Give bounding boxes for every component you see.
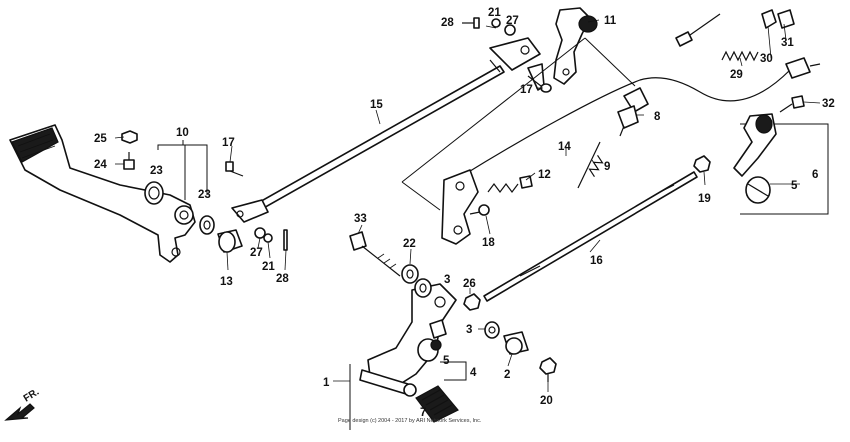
bracket-10 [157,144,208,195]
callout-29: 29 [730,69,743,81]
callout-5-upper: 5 [791,180,798,192]
callout-22: 22 [403,238,416,250]
callout-5-lower: 5 [443,355,450,367]
ball-joint-5-lower [417,338,442,362]
callout-3-upper: 3 [444,274,450,286]
callout-4: 4 [470,367,477,379]
callout-18: 18 [482,237,495,249]
callout-33: 33 [354,213,367,225]
callout-8: 8 [654,111,661,123]
brake-pedal [9,124,196,263]
callout-31: 31 [781,37,794,49]
bolt-24 [123,152,135,170]
brake-rod-15 [231,37,545,223]
callout-26: 26 [463,278,476,290]
callout-17-lower: 17 [222,137,235,149]
callout-27-lower: 27 [250,247,263,259]
washer-23-left [144,181,164,205]
brake-arm-12 [441,169,533,245]
spring-29 [721,50,759,62]
washer-22 [401,264,419,284]
callout-9: 9 [604,161,610,173]
callout-30: 30 [760,53,773,65]
stop-switch-cable [461,69,791,177]
washer-27-upper [504,24,516,36]
bracket-6 [740,123,829,215]
collar-13 [217,229,243,253]
callout-2: 2 [504,369,510,381]
callout-13: 13 [220,276,233,288]
ball-joint-5-upper [745,176,771,204]
collar-2 [503,331,529,355]
connector-30 [761,9,777,29]
bracket-14 [401,37,636,211]
callout-24: 24 [94,159,107,171]
leader-lines [114,19,821,392]
bolt-18 [469,204,490,216]
callout-10: 10 [176,127,189,139]
spring-12 [487,183,519,193]
bolt-32 [779,95,805,113]
shift-arm-6 [733,113,777,177]
pin-17-left [225,161,244,177]
washer-3-lower [484,321,500,339]
callout-23-right: 23 [198,189,211,201]
callout-14: 14 [558,141,571,153]
bracket-4 [440,361,467,381]
stop-switch-8 [617,87,649,137]
front-arrow-icon: FR. [4,387,42,421]
callout-15: 15 [370,99,383,111]
bolt-33 [349,231,401,277]
callout-11: 11 [604,15,617,27]
callout-25: 25 [94,133,107,145]
nut-19 [693,155,711,173]
callout-1: 1 [323,377,330,389]
callout-23-left: 23 [150,165,163,177]
cap-31 [777,9,795,29]
callout-17-upper: 17 [520,84,533,96]
shift-rod-16 [483,171,698,302]
callout-16: 16 [590,255,603,267]
nut-21-lower [263,233,273,243]
brake-arm-11 [553,7,598,85]
callout-labels: 28 21 27 11 31 30 29 32 15 17 10 25 24 2… [94,7,835,419]
callout-32: 32 [822,98,835,110]
callout-27-upper: 27 [506,15,519,27]
nut-26 [463,293,481,311]
callout-20: 20 [540,395,553,407]
callout-7: 7 [420,407,426,419]
cotter-pin-28-lower [283,229,288,251]
direction-label: FR. [22,387,42,405]
nut-25 [121,130,138,144]
callout-21-upper: 21 [488,7,501,19]
wire-connector [785,57,811,79]
callout-28-lower: 28 [276,273,289,285]
nut-21-upper [491,18,501,28]
callout-21-lower: 21 [262,261,275,273]
callout-12: 12 [538,169,551,181]
callout-3-lower: 3 [466,324,472,336]
pin-17-upper [527,75,552,93]
pin-lower [429,319,447,339]
callout-6: 6 [812,169,818,181]
shift-rubber-7 [415,385,459,423]
nut-20 [539,357,557,382]
washer-3-upper [414,278,432,298]
washer-23-right [199,215,215,235]
callout-28-upper: 28 [441,17,454,29]
shift-pedal-1 [359,283,457,397]
copyright-notice: Page design (c) 2004 - 2017 by ARI Netwo… [338,418,482,424]
callout-19: 19 [698,193,711,205]
